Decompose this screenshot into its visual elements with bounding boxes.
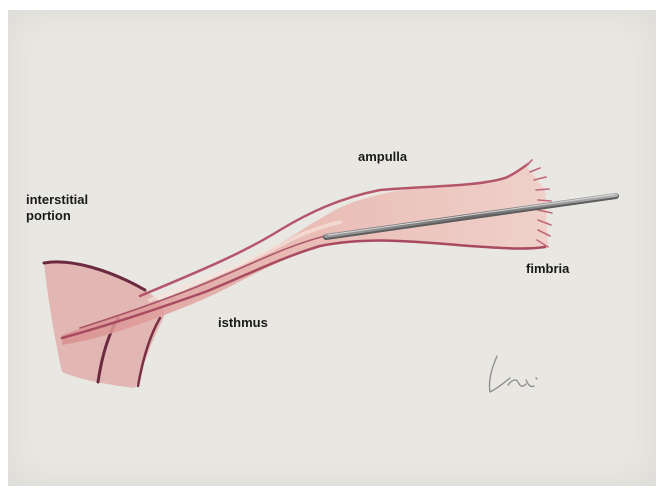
tube-body-shape	[62, 166, 548, 345]
interstitial-portion-label: interstitial portion	[26, 192, 88, 224]
ampulla-label: ampulla	[358, 149, 407, 165]
fimbria-label: fimbria	[526, 261, 569, 277]
isthmus-label: isthmus	[218, 315, 268, 331]
artist-signature	[489, 356, 537, 392]
